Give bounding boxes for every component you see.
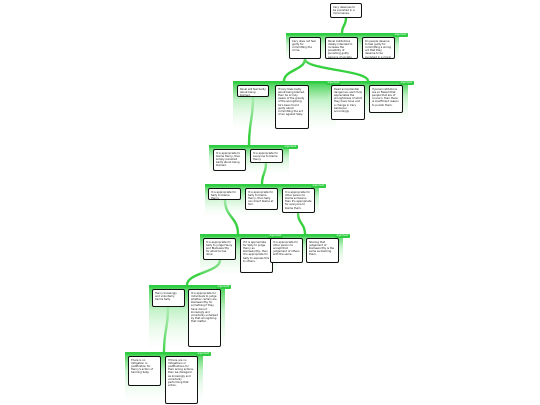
claim-card[interactable]: Penal institutions ideally intended to i… bbox=[325, 37, 358, 59]
connector-line bbox=[340, 17, 348, 34]
claim-card[interactable]: It is appropriate for everyone to blame … bbox=[250, 149, 283, 163]
claim-card[interactable]: Henry knowingly and voluntarily harms Sa… bbox=[152, 289, 185, 307]
argument-badge-3[interactable]: argument bbox=[399, 81, 414, 85]
claim-card[interactable]: It is appropriate for individuals to jud… bbox=[188, 289, 221, 347]
argument-badge-7[interactable]: argument bbox=[335, 234, 350, 238]
claim-card[interactable]: It is appropriate for Sally to blame Hen… bbox=[245, 188, 278, 210]
argument-badge-4[interactable]: argument bbox=[283, 145, 298, 149]
claim-main-conclusion[interactable]: Cary deserves to be punished in a moral … bbox=[330, 3, 362, 18]
claim-card[interactable]: It is appropriate for Sally to judge Hen… bbox=[203, 238, 236, 260]
claim-card[interactable]: There is no mitigation or justification … bbox=[128, 356, 161, 386]
argument-badge-2[interactable]: argument bbox=[326, 81, 341, 85]
argument-badge-9[interactable]: argument bbox=[196, 352, 211, 356]
claim-card[interactable]: Dead and potential dangerous, each fully… bbox=[331, 85, 365, 120]
claim-card[interactable]: It is appropriate to blame Henry, then s… bbox=[213, 149, 246, 171]
claim-card[interactable]: If there are no mitigations or justifica… bbox=[165, 356, 198, 404]
claim-card[interactable]: If it is appropriate for Sally to judge … bbox=[240, 238, 273, 273]
claim-card[interactable]: Penal will feel badly about being blamed… bbox=[237, 85, 269, 97]
claim-card[interactable]: Sharing that judgement of blameworthy is… bbox=[306, 238, 339, 263]
claim-card[interactable]: If penal institutions are so flawed that… bbox=[369, 85, 403, 113]
claim-card[interactable]: It is appropriate for other person to bl… bbox=[282, 188, 315, 213]
argument-badge-1[interactable]: argument bbox=[393, 33, 408, 37]
claim-card[interactable]: It is appropriate for other person to ac… bbox=[270, 238, 303, 263]
argument-badge-6[interactable]: argument bbox=[268, 234, 283, 238]
argument-badge-8[interactable]: argument bbox=[216, 285, 231, 289]
claim-card[interactable]: Cary does not feel guilty for committing… bbox=[289, 37, 321, 59]
claim-card[interactable]: If Cary feels badly about being blamed, … bbox=[275, 85, 309, 129]
claim-card[interactable]: It is appropriate for Sally to blame Hen… bbox=[208, 188, 241, 200]
argument-badge-5[interactable]: argument bbox=[311, 184, 326, 188]
claim-card[interactable]: Do people deserve to feel guilty for com… bbox=[362, 37, 395, 59]
